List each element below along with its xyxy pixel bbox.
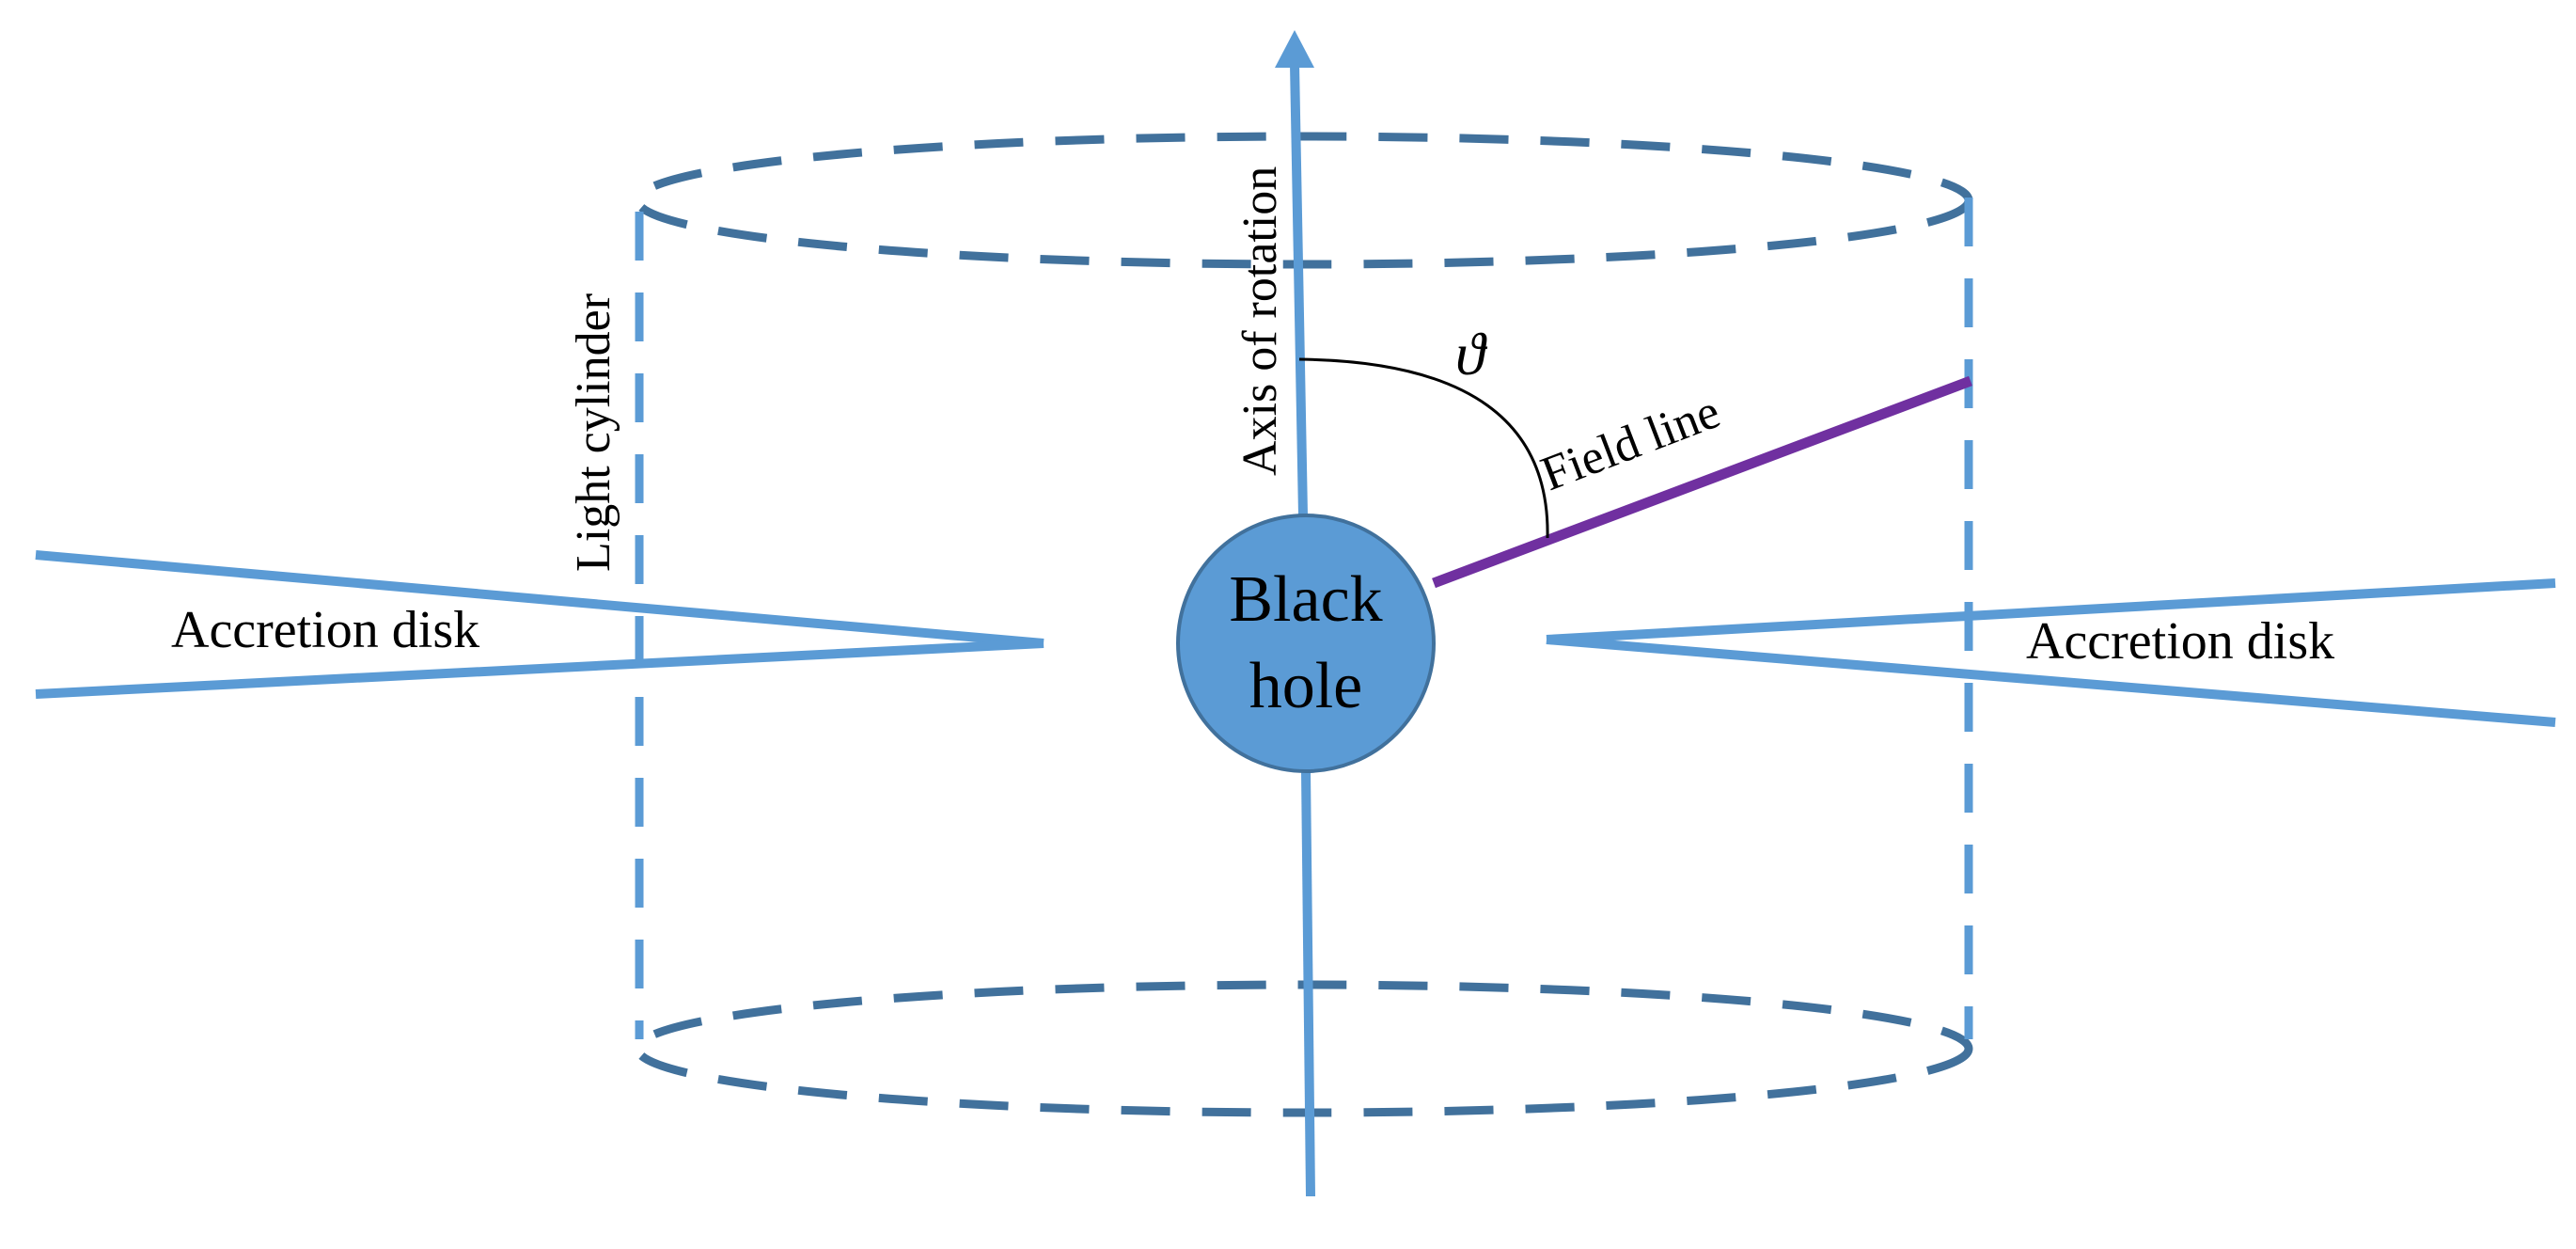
accretion-disk-right-upper-edge xyxy=(1546,578,2556,644)
accretion-disk-right-label: Accretion disk xyxy=(2026,612,2334,671)
light-cylinder-bottom-ellipse xyxy=(633,980,1973,1117)
axis-arrow-icon xyxy=(1275,30,1314,68)
field-line xyxy=(1432,375,1972,589)
light-cylinder-top-ellipse xyxy=(633,132,1973,269)
accretion-disk-left-lower-edge xyxy=(35,639,1045,699)
light-cylinder-label: Light cylinder xyxy=(567,293,620,572)
axis-of-rotation-label: Axis of rotation xyxy=(1233,166,1287,476)
accretion-disk-left-label: Accretion disk xyxy=(171,601,479,659)
accretion-disk-right-lower-edge xyxy=(1546,635,2556,727)
accretion-disk-left-upper-edge xyxy=(35,550,1045,648)
black-hole-label-line2: hole xyxy=(1249,650,1363,722)
axis-of-rotation-lower xyxy=(1301,770,1315,1197)
theta-label: ϑ xyxy=(1455,321,1488,387)
black-hole xyxy=(1176,514,1436,773)
theta-arc xyxy=(1298,357,1549,539)
axis-of-rotation-upper xyxy=(1290,63,1308,516)
black-hole-label-line1: Black xyxy=(1229,563,1382,636)
